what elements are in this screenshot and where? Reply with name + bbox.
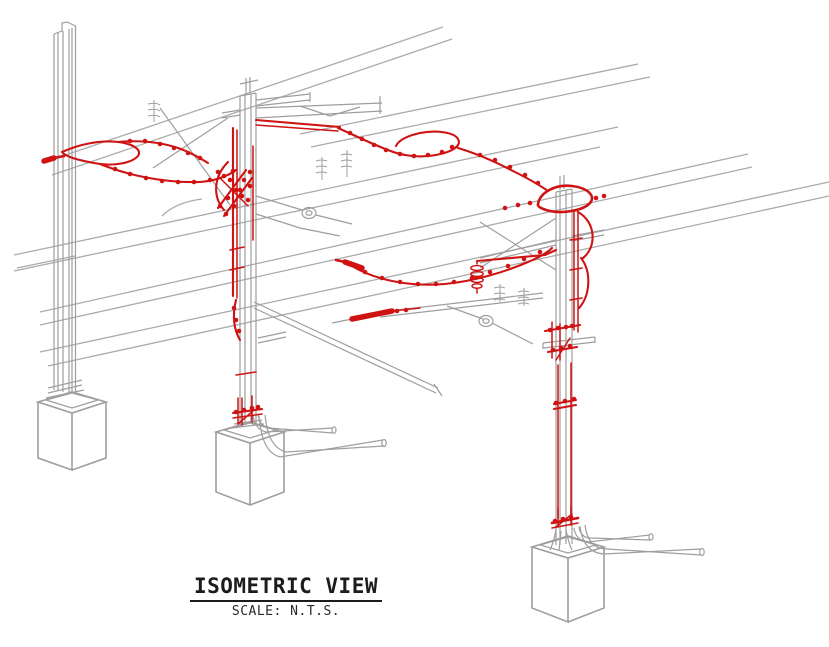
right-underground-conduits xyxy=(573,524,705,557)
drawing-title: ISOMETRIC VIEW xyxy=(189,574,382,602)
left-jumper-loop xyxy=(41,138,238,185)
center-pole-base-fitting xyxy=(231,395,264,426)
left-lattice-mast xyxy=(45,21,85,399)
scale-note: SCALE: N.T.S. xyxy=(231,604,341,619)
center-switch-assembly xyxy=(215,126,257,376)
left-mast-foundation xyxy=(35,391,109,472)
right-mast-foundation xyxy=(529,529,607,624)
center-mast-crossarm xyxy=(221,92,383,119)
right-pole-jumper-loop xyxy=(502,184,607,214)
inline-insulator-fitting xyxy=(349,307,421,322)
upper-jumper-loop xyxy=(254,118,550,193)
center-cantilever-assembly xyxy=(253,150,443,397)
mid-span-jumper xyxy=(334,246,558,294)
center-underground-conduits xyxy=(252,413,387,458)
highlighted-jumper-and-switch-hardware xyxy=(41,118,607,529)
overhead-wires xyxy=(13,26,829,367)
center-mast-foundation xyxy=(213,419,287,507)
right-pole-red-hardware xyxy=(543,209,594,529)
title-block: ISOMETRIC VIEW SCALE: N.T.S. xyxy=(186,574,386,619)
center-catenary-mast xyxy=(239,77,259,424)
